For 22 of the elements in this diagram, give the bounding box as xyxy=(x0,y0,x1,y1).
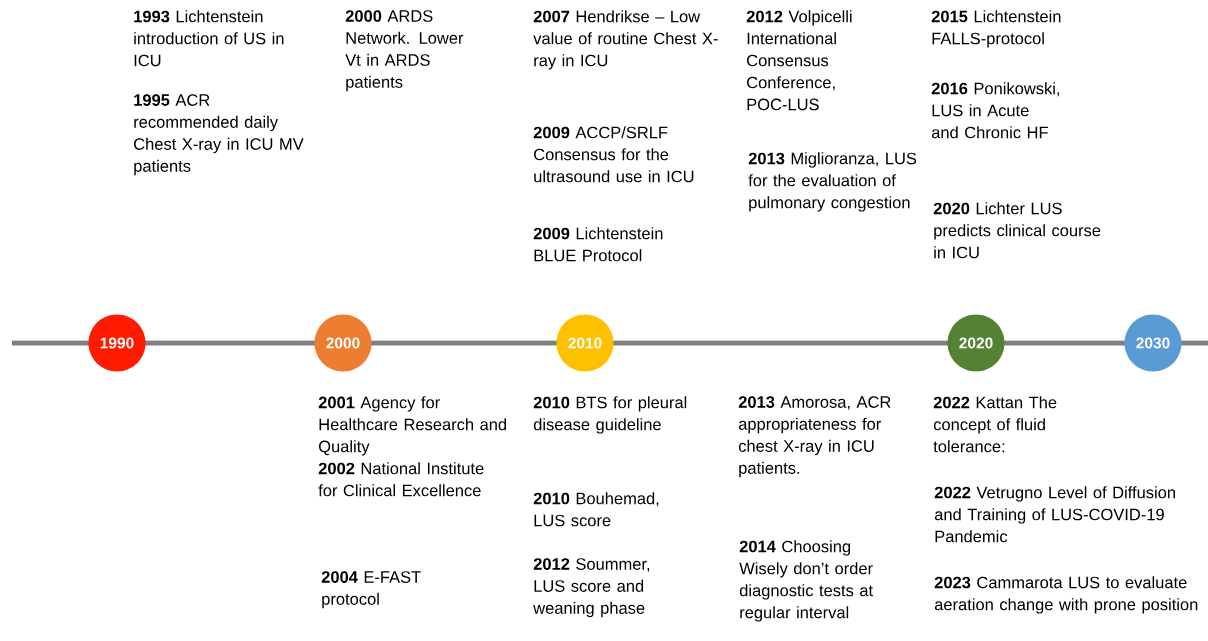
event-text: 1995 ACR recommended daily Chest X-ray in ICU MV patients xyxy=(134,94,304,176)
event-text: 2014 Choosing Wisely don’t order diagnostic tests at regular interval xyxy=(739,540,873,622)
event-text: 2004 E-FAST protocol xyxy=(321,571,421,609)
event-text: 2012 Soummer, LUS score and weaning phase xyxy=(533,558,650,618)
event-text: 2010 Bouhemad, LUS score xyxy=(533,492,659,527)
event-text: 2002 National Institute for Clinical Excellence xyxy=(318,462,484,497)
event-text: 2012 Volpicelli International Consensus Conference, POC-LUS xyxy=(746,10,852,111)
event-text: 2013 Miglioranza, LUS for the evaluation of pulmonary congestion xyxy=(748,152,917,212)
event-text: 2022 Kattan The concept of fluid tolerance: xyxy=(933,396,1057,453)
event-text: 2013 Amorosa, ACR appropriateness for chest X-ray in ICU patients. xyxy=(738,396,891,478)
event-text: 2010 BTS for pleural disease guideline xyxy=(533,396,687,434)
event-text: 2016 Ponikowski, LUS in Acute and Chronic HF xyxy=(931,82,1060,139)
event-text: 2000 ARDS Network. Lower Vt in ARDS patients xyxy=(345,10,464,92)
event-text: 2023 Cammarota LUS to evaluate aeration change with prone position xyxy=(934,576,1198,614)
event-text: 2001 Agency for Healthcare Research and Quality xyxy=(318,396,507,456)
event-text: 2022 Vetrugno Level of Diffusion and Training of LUS-COVID-19 Pandemic xyxy=(934,486,1175,543)
event-text: 2007 Hendrikse – Low value of routine Chest X-ray in ICU xyxy=(533,10,718,70)
event-text: 2009 ACCP/SRLF Consensus for the ultrasound use in ICU xyxy=(533,126,694,183)
event-text: 2009 Lichtenstein BLUE Protocol xyxy=(533,227,663,262)
event-text: 2015 Lichtenstein FALLS-protocol xyxy=(931,10,1061,48)
event-text: 1993 Lichtenstein introduction of US in ICU xyxy=(134,10,284,67)
event-text: 2020 Lichter LUS predicts clinical course in ICU xyxy=(933,202,1101,259)
